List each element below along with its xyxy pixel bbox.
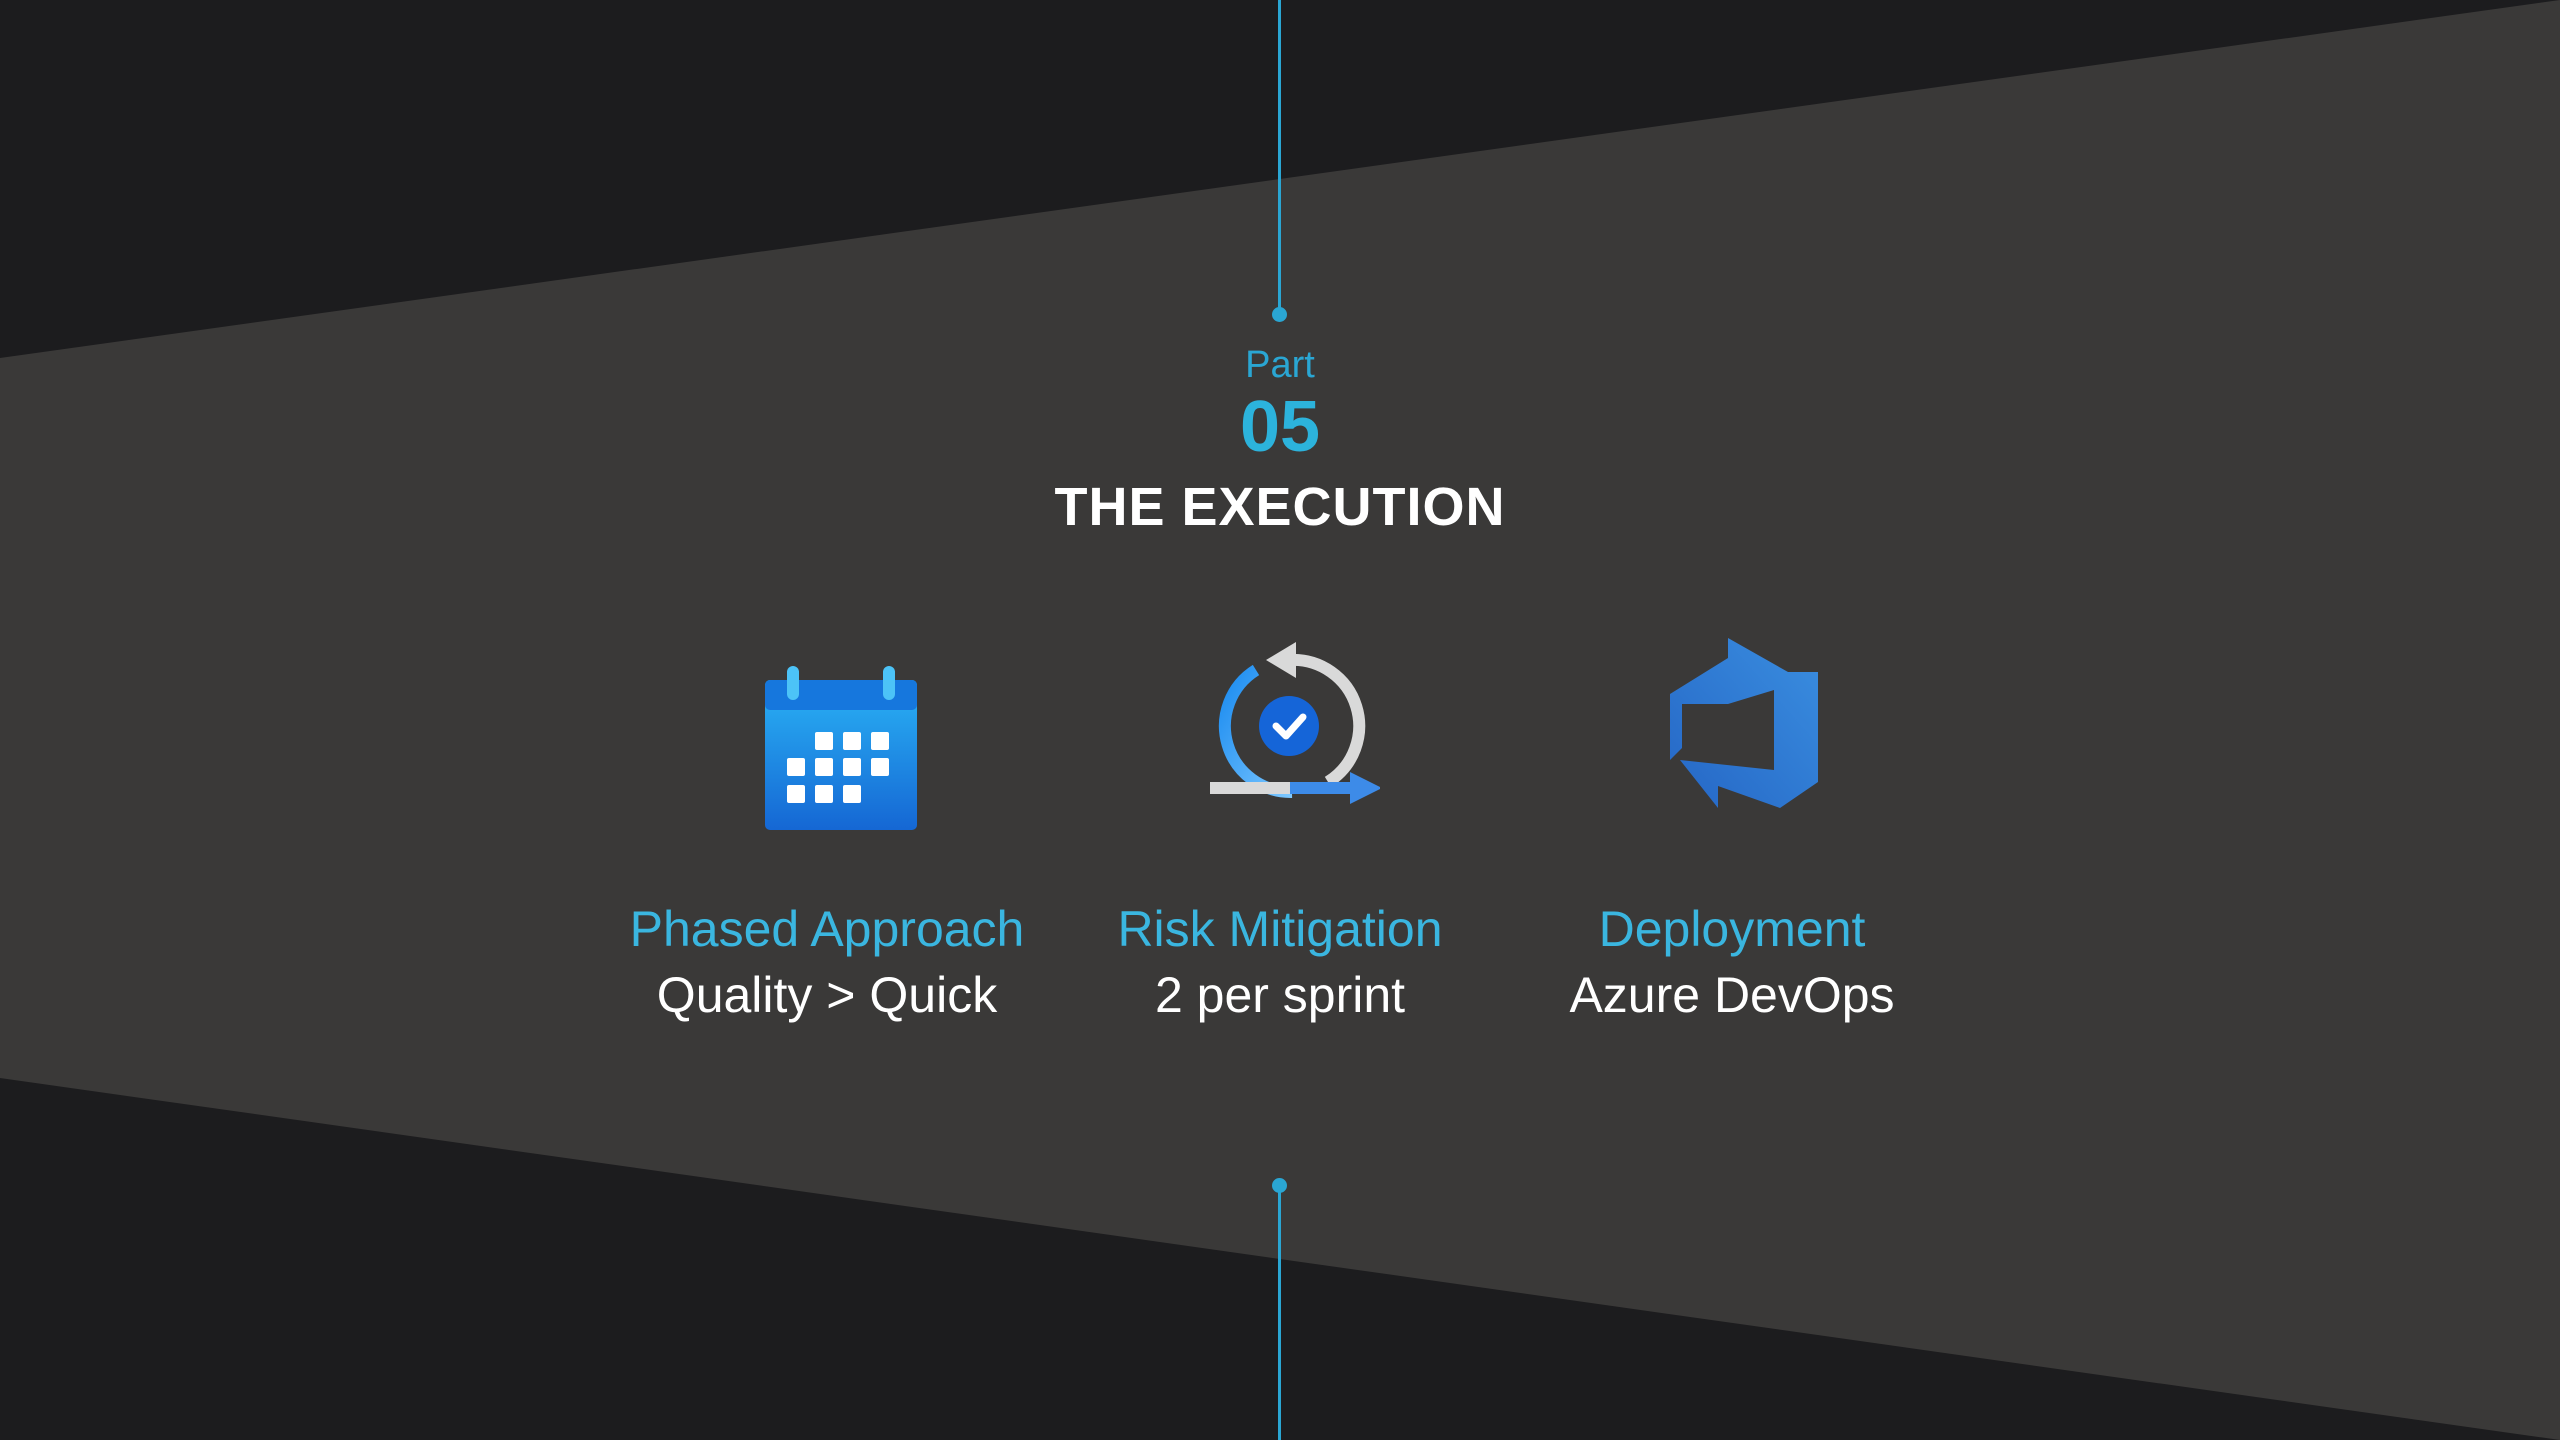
feature-subtitle: 2 per sprint bbox=[1154, 967, 1406, 1023]
section-title: THE EXECUTION bbox=[1054, 477, 1506, 537]
part-number: 05 bbox=[1239, 387, 1321, 467]
feature-subtitle: Azure DevOps bbox=[1569, 967, 1895, 1023]
feature-title: Risk Mitigation bbox=[1117, 901, 1443, 957]
connector-line-bottom bbox=[1278, 1190, 1281, 1440]
feature-title: Deployment bbox=[1598, 901, 1866, 957]
connector-dot-top bbox=[1272, 307, 1287, 322]
feature-phased-approach: Phased Approach Quality > Quick bbox=[597, 0, 1057, 1440]
feature-deployment: Deployment Azure DevOps bbox=[1502, 0, 1962, 1440]
feature-subtitle: Quality > Quick bbox=[656, 967, 998, 1023]
azure-devops-icon bbox=[1652, 632, 1832, 832]
cycle-check-icon bbox=[1200, 632, 1382, 832]
connector-line-top bbox=[1278, 0, 1281, 312]
part-label: Part bbox=[1245, 344, 1315, 386]
feature-title: Phased Approach bbox=[629, 901, 1025, 957]
connector-dot-bottom bbox=[1272, 1178, 1287, 1193]
calendar-icon bbox=[747, 632, 927, 832]
feature-risk-mitigation: Risk Mitigation 2 per sprint bbox=[1050, 0, 1510, 1440]
